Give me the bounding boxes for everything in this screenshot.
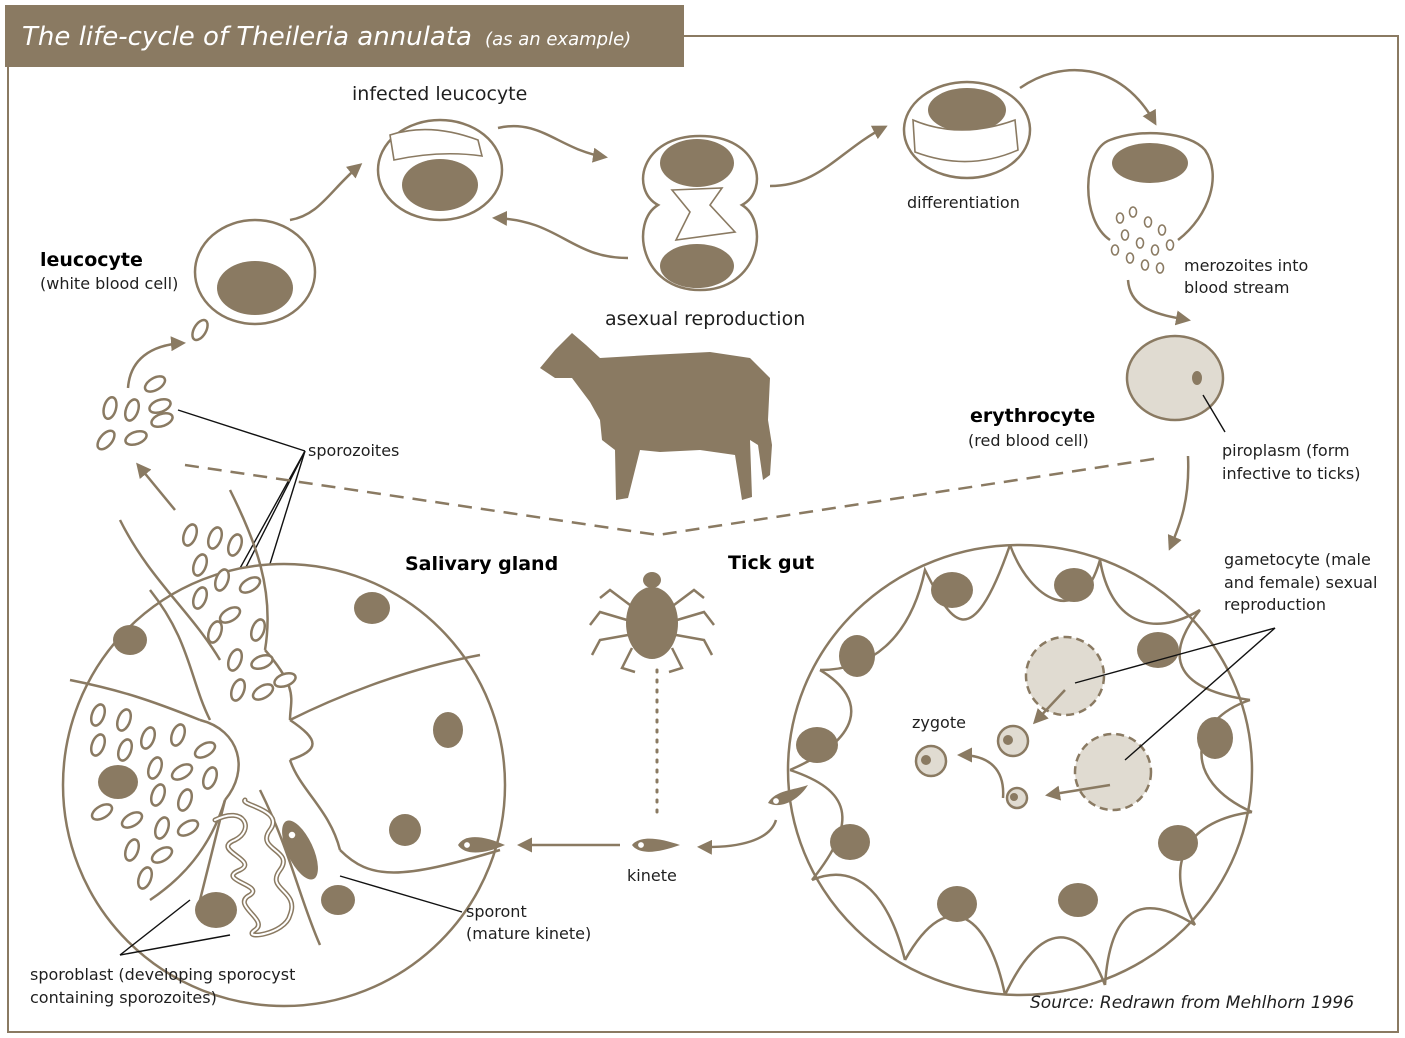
sporoblast-label-line1: sporoblast (developing sporocyst [30, 965, 295, 984]
gametocyte-label-line3: reproduction [1224, 595, 1326, 614]
sporont-label-line2: (mature kinete) [466, 924, 591, 943]
erythrocyte-sublabel: (red blood cell) [968, 431, 1089, 450]
erythrocyte-cell [1127, 336, 1223, 420]
tick-gut [768, 545, 1252, 995]
host-divider [185, 458, 1160, 535]
piroplasm-label-line1: piroplasm (form [1222, 441, 1350, 460]
source-citation: Source: Redrawn from Mehlhorn 1996 [1030, 993, 1354, 1013]
zygote-label: zygote [912, 713, 966, 732]
leucocyte-label: leucocyte [40, 249, 143, 271]
merozoites-label-line2: blood stream [1184, 278, 1290, 297]
infected-leucocyte-cell [378, 120, 502, 220]
merozoites [1112, 207, 1174, 273]
diagram-title: The life-cycle of Theileria annulata [22, 22, 472, 52]
differentiation-label: differentiation [907, 193, 1020, 212]
gut-to-kinete-arrow [700, 820, 776, 847]
sporont-label-line1: sporont [466, 902, 527, 921]
tick-gut-label: Tick gut [728, 552, 814, 574]
kinete-cell [632, 839, 680, 852]
sporoblast-label-line2: containing sporozoites) [30, 988, 217, 1007]
leucocyte-sublabel: (white blood cell) [40, 274, 178, 293]
cow-icon [540, 333, 772, 500]
gametocyte-label-line1: gametocyte (male [1224, 550, 1371, 569]
diagram-subtitle: (as an example) [485, 29, 631, 50]
erythrocyte-label: erythrocyte [970, 405, 1095, 427]
bursting-cell [1088, 133, 1212, 273]
title-bar: The life-cycle of Theileria annulata (as… [5, 5, 684, 67]
sporozoites-label: sporozoites [308, 441, 399, 460]
merozoites-label-line1: merozoites into [1184, 256, 1308, 275]
salivary-gland-label: Salivary gland [405, 553, 558, 575]
differentiation-cell [904, 82, 1030, 178]
asexual-reproduction-label: asexual reproduction [605, 308, 805, 330]
dividing-cell [643, 136, 757, 290]
kinete-label: kinete [627, 866, 677, 885]
tick-icon [590, 572, 714, 672]
gametocyte-label-line2: and female) sexual [1224, 573, 1377, 592]
free-sporozoites [94, 317, 210, 452]
infected-leucocyte-label: infected leucocyte [352, 83, 527, 105]
leucocyte-cell [195, 220, 315, 324]
piroplasm-label-line2: infective to ticks) [1222, 464, 1360, 483]
